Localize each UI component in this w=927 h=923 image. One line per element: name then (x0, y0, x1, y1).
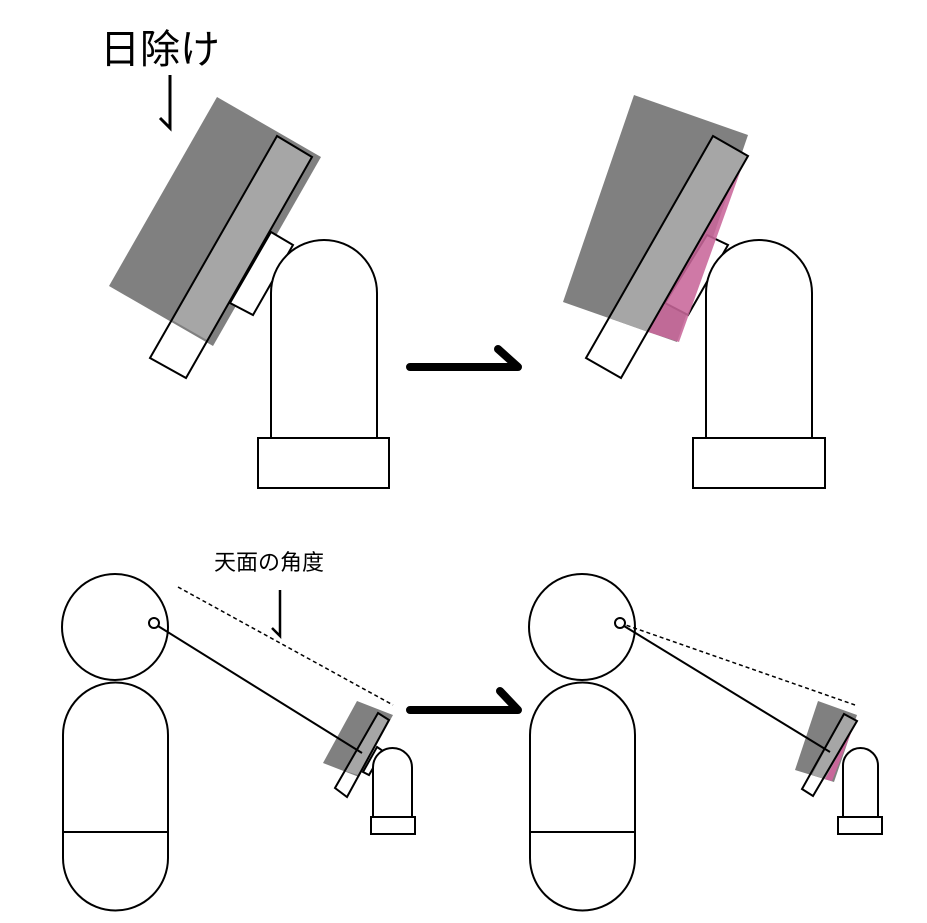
device-body (333, 711, 391, 799)
top-surface-angle-label: 天面の角度 (214, 551, 324, 576)
device-shaded-area (812, 714, 857, 779)
stand-pillar (372, 747, 413, 817)
stand-pillar (842, 747, 879, 817)
down-arrow-pointer-icon (271, 590, 282, 640)
top-surface-angle-line (619, 622, 856, 706)
top-left-scene (109, 97, 390, 489)
device-body (584, 134, 750, 380)
device-shaded-area (345, 713, 389, 775)
arrow-right-icon (406, 687, 522, 714)
stand-pillar (705, 239, 813, 438)
stand-base (692, 437, 826, 489)
line-of-sight (157, 625, 363, 754)
top-right-scene (563, 95, 826, 489)
stand-base (837, 816, 883, 835)
person-body (62, 681, 169, 912)
person-eye (148, 617, 160, 629)
angle-highlight (648, 150, 748, 342)
device-shaded-area (172, 136, 312, 340)
person-body (529, 681, 636, 912)
device-body (148, 134, 314, 380)
person-head (528, 573, 636, 681)
stand-base (257, 437, 390, 489)
stand-pillar (270, 239, 378, 438)
device-shaded-area (609, 136, 748, 332)
person-head (61, 573, 169, 681)
sunshade-label: 日除け (100, 27, 220, 73)
device-body (800, 712, 859, 798)
stand-base (370, 816, 416, 835)
top-surface-angle-line (177, 586, 394, 706)
bottom-right-scene (528, 573, 883, 912)
down-arrow-pointer-icon (158, 75, 172, 132)
person-eye (614, 617, 626, 629)
line-of-sight (623, 625, 831, 753)
mount-bracket (228, 230, 295, 317)
arrow-right-icon (406, 345, 522, 371)
bottom-left-scene (61, 573, 416, 912)
